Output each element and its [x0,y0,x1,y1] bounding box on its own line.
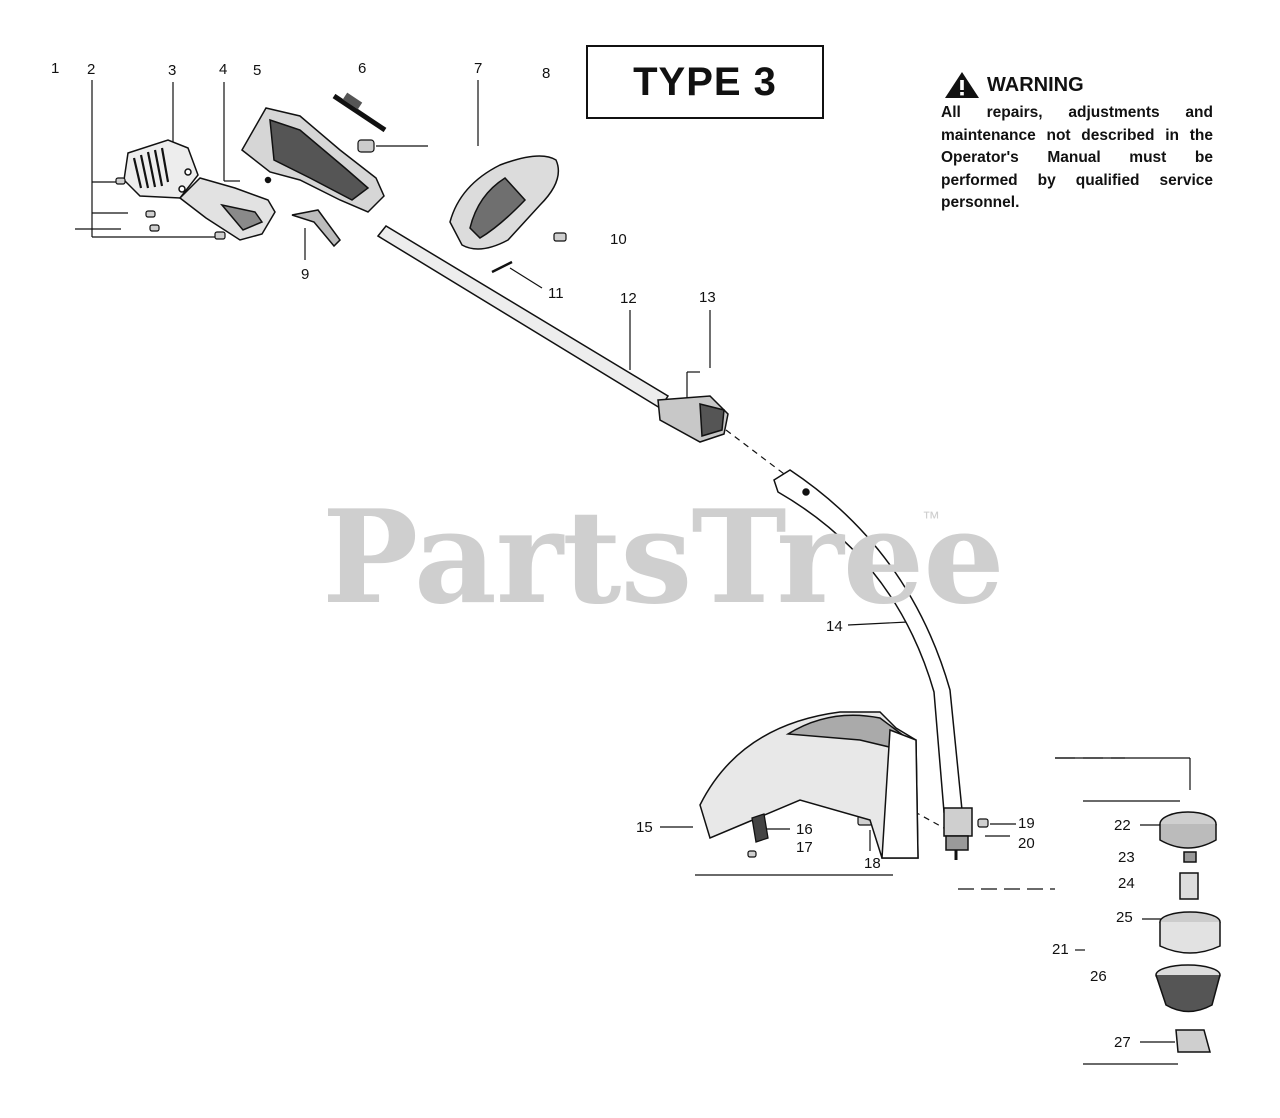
front-handle [449,155,560,250]
warning-title-row: WARNING [941,70,1213,100]
part-number-12: 12 [620,290,637,307]
guard-clip [751,813,769,843]
part-number-19: 19 [1018,815,1035,832]
part-number-5: 5 [253,62,262,79]
air-filter-cover [123,139,199,199]
part-number-17: 17 [796,839,813,856]
trimmer-head-stack [1155,811,1221,1053]
throttle-cable [332,92,387,153]
part-number-15: 15 [636,819,653,836]
throttle-trigger [291,209,341,248]
trademark-symbol: ™ [922,508,940,528]
part-number-22: 22 [1114,817,1131,834]
partstree-watermark: PartsTree [322,483,1005,633]
warning-text: All repairs, adjustments and maintenance… [941,104,1213,211]
part-number-3: 3 [168,62,177,79]
part-number-23: 23 [1118,849,1135,866]
upper-shaft [376,225,670,410]
part-number-2: 2 [87,61,96,78]
part-number-13: 13 [699,289,716,306]
part-number-25: 25 [1116,909,1133,926]
part-number-18: 18 [864,855,881,872]
type-label: TYPE 3 [633,59,777,104]
warning-notice: WARNING All repairs, adjustments and mai… [941,70,1213,215]
rear-handle-housing [178,177,276,241]
part-number-27: 27 [1114,1034,1131,1051]
shaft-coupler [657,395,729,443]
part-number-7: 7 [474,60,483,77]
throttle-housing [241,107,385,213]
part-number-20: 20 [1018,835,1035,852]
part-number-4: 4 [219,61,228,78]
type-label-box: TYPE 3 [586,45,824,119]
part-number-24: 24 [1118,875,1135,892]
part-number-11: 11 [548,285,564,302]
trimmer-guard [699,711,919,859]
part-number-21: 21 [1052,941,1069,958]
part-number-14: 14 [826,618,843,635]
part-number-6: 6 [358,60,367,77]
warning-triangle-icon [945,72,979,98]
part-number-8: 8 [542,65,551,82]
part-number-16: 16 [796,821,813,838]
gear-head [943,807,973,860]
part-number-1: 1 [51,60,60,77]
part-number-10: 10 [610,231,627,248]
warning-title: WARNING [987,74,1084,96]
part-number-26: 26 [1090,968,1107,985]
part-number-9: 9 [301,266,310,283]
